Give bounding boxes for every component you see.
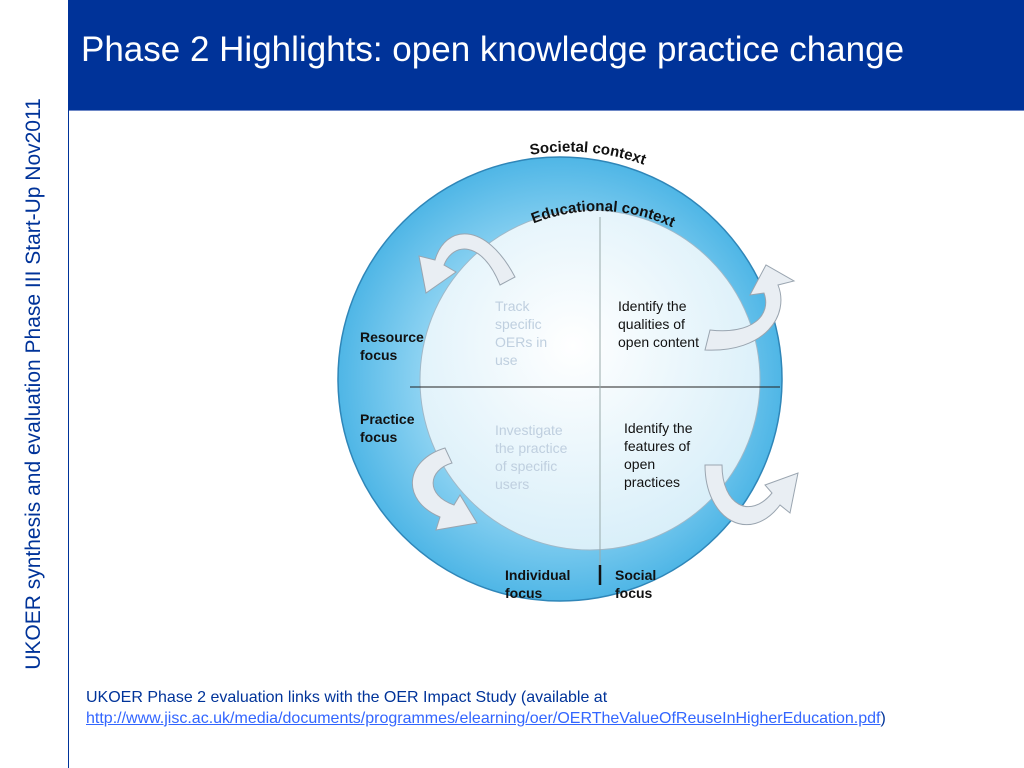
- svg-text:Identify the qualities o: Identify the qualities of open content: [618, 298, 699, 350]
- sidebar-caption: UKOER synthesis and evaluation Phase III…: [22, 98, 45, 670]
- diagram-svg: Societal context Educational context Tra…: [337, 139, 799, 602]
- quadrant-bottom-left-line: the practice: [495, 440, 568, 456]
- footer-tail: ): [880, 710, 886, 727]
- quadrant-top-left-line: specific: [495, 316, 542, 332]
- quadrant-top-right-line: Identify the: [618, 298, 687, 314]
- quadrant-top-right-line: open content: [618, 334, 699, 350]
- slide-title: Phase 2 Highlights: open knowledge pract…: [81, 30, 905, 69]
- header-bar: Phase 2 Highlights: open knowledge pract…: [69, 0, 1024, 111]
- quadrant-bottom-right-line: open: [624, 456, 655, 472]
- resource-focus-label: focus: [360, 347, 398, 363]
- footer-text: UKOER Phase 2 evaluation links with the …: [86, 689, 608, 706]
- social-focus-label: Social: [615, 567, 656, 583]
- quadrant-bottom-left-line: of specific: [495, 458, 557, 474]
- quadrant-top-left-line: OERs in: [495, 334, 547, 350]
- resource-focus-label: Resource: [360, 329, 424, 345]
- svg-text:Individual focus: Individual focus: [505, 567, 574, 601]
- sidebar: UKOER synthesis and evaluation Phase III…: [0, 0, 69, 768]
- quadrant-bottom-right-line: practices: [624, 474, 680, 490]
- svg-text:Social focus: Social focus: [615, 567, 660, 601]
- quadrant-bottom-left-line: users: [495, 476, 529, 492]
- individual-focus-label: Individual: [505, 567, 570, 583]
- quadrant-top-left-line: use: [495, 352, 518, 368]
- curved-arrow-top-right: [704, 264, 796, 351]
- footer-note: UKOER Phase 2 evaluation links with the …: [86, 687, 1016, 729]
- quadrant-top-right-line: qualities of: [618, 316, 685, 332]
- practice-focus-label: focus: [360, 429, 398, 445]
- curved-arrow-bottom-left: [412, 447, 478, 531]
- practice-focus-label: Practice: [360, 411, 415, 427]
- svg-text:Investigate the practice: Investigate the practice of specific use…: [495, 422, 571, 492]
- quadrant-bottom-left-line: Investigate: [495, 422, 563, 438]
- curved-arrow-bottom-right: [704, 464, 799, 525]
- quadrant-bottom-right-line: features of: [624, 438, 690, 454]
- quadrant-bottom-right-line: Identify the: [624, 420, 693, 436]
- svg-text:Practice focus: Practice focus: [360, 411, 418, 445]
- svg-text:Track specific OER: Track specific OERs in use: [495, 298, 551, 368]
- svg-text:Identify the features of: Identify the features of open practices: [624, 420, 696, 490]
- impact-study-link[interactable]: http://www.jisc.ac.uk/media/documents/pr…: [86, 710, 881, 727]
- educational-context-circle: [419, 209, 761, 551]
- quadrant-top-left-line: Track: [495, 298, 530, 314]
- curved-arrow-top-left: [418, 233, 516, 294]
- social-focus-label: focus: [615, 585, 653, 601]
- context-diagram: Societal context Educational context Tra…: [320, 125, 800, 625]
- individual-focus-label: focus: [505, 585, 543, 601]
- svg-text:Resource focus: Resource focus: [360, 329, 428, 363]
